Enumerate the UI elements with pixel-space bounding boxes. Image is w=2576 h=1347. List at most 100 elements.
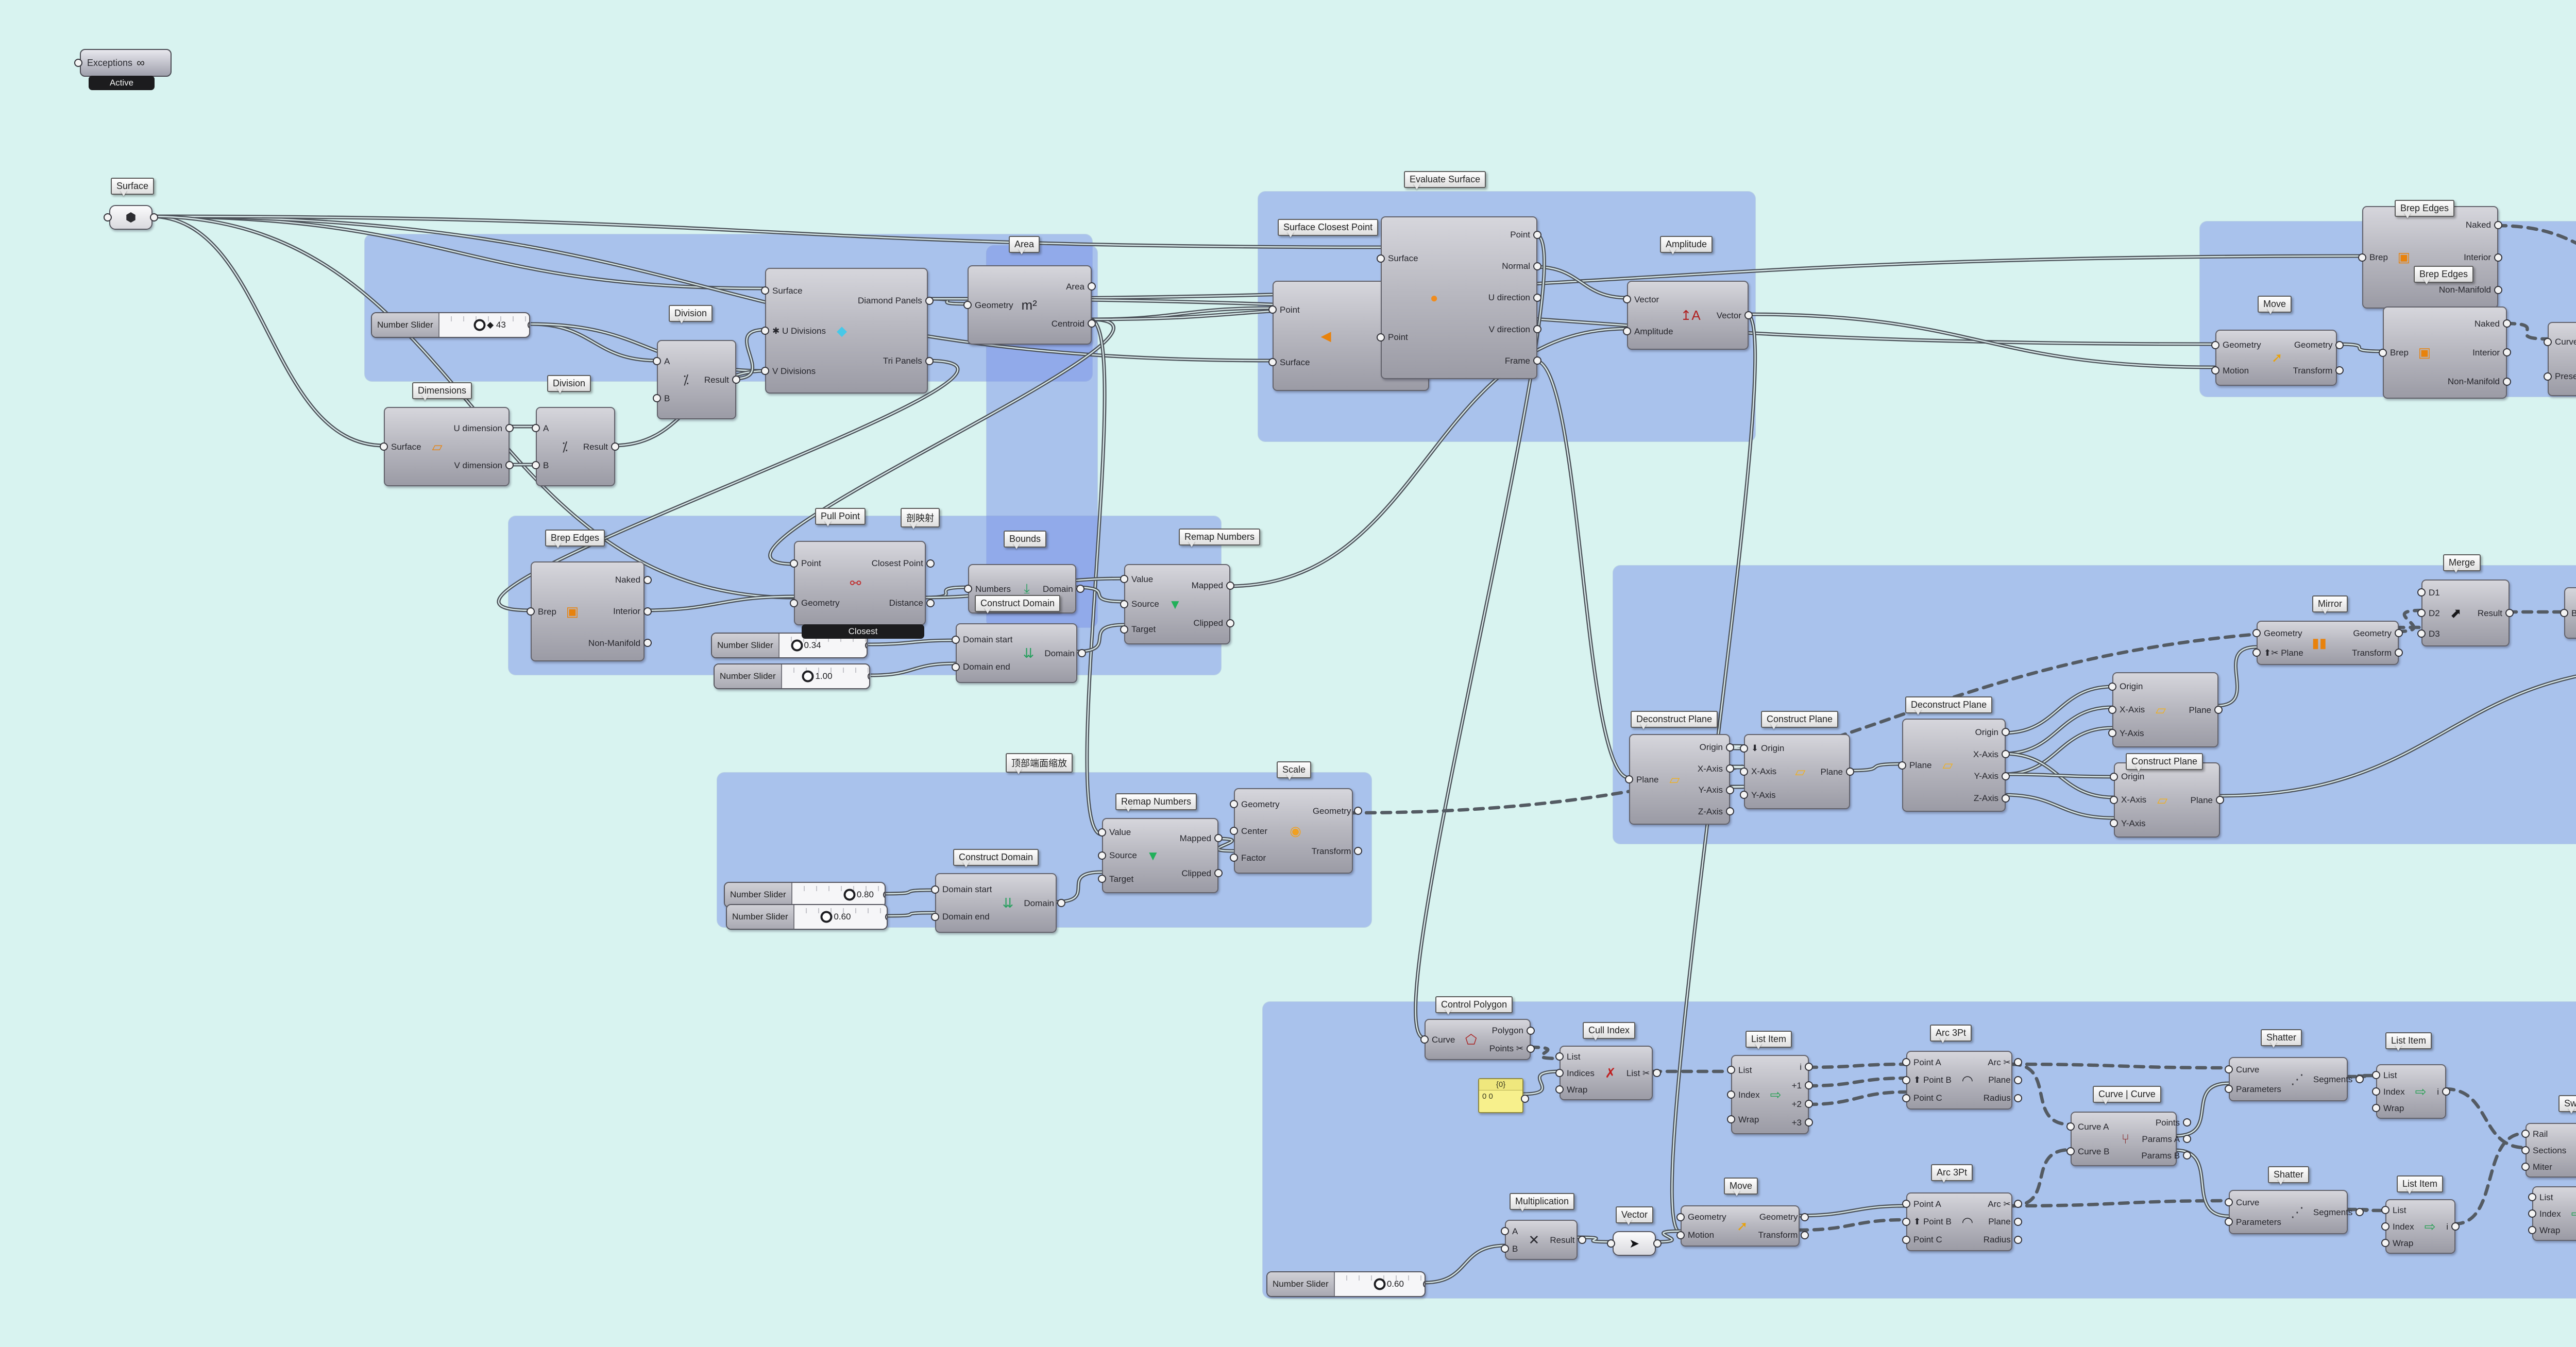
- slider-track[interactable]: 0.80: [792, 883, 885, 907]
- port-dot[interactable]: [2225, 1065, 2233, 1073]
- input-port[interactable]: Domain start: [952, 634, 1018, 645]
- port-dot[interactable]: [1805, 1081, 1813, 1089]
- port-dot[interactable]: [1801, 1213, 1809, 1221]
- port-dot[interactable]: [790, 559, 798, 568]
- output-port[interactable]: Point: [1505, 229, 1541, 240]
- port-dot[interactable]: [1521, 1095, 1529, 1103]
- port-dot[interactable]: [2503, 348, 2511, 357]
- input-port[interactable]: Rail: [2521, 1129, 2553, 1139]
- port-dot[interactable]: [931, 885, 939, 894]
- port-dot[interactable]: [1846, 768, 1854, 776]
- slider-knob[interactable]: [843, 889, 856, 901]
- port-dot[interactable]: [926, 599, 935, 607]
- input-port[interactable]: Y-Axis: [2108, 728, 2149, 739]
- slider-knob[interactable]: [820, 911, 833, 923]
- input-port[interactable]: List: [2372, 1070, 2402, 1081]
- port-dot[interactable]: [790, 599, 798, 607]
- port-dot[interactable]: [1098, 851, 1106, 860]
- slider-knob[interactable]: [473, 319, 486, 331]
- port-dot[interactable]: [2442, 1087, 2450, 1096]
- port-dot[interactable]: [925, 296, 934, 305]
- output-port[interactable]: i: [2441, 1221, 2460, 1232]
- port-dot[interactable]: [2372, 1071, 2380, 1079]
- output-port[interactable]: Interior: [2467, 347, 2511, 358]
- port-dot[interactable]: [1805, 1118, 1813, 1127]
- port-dot[interactable]: [1527, 1026, 1535, 1035]
- port-dot[interactable]: [380, 442, 388, 451]
- port-dot[interactable]: [643, 607, 652, 616]
- port-dot[interactable]: [952, 662, 960, 671]
- input-port[interactable]: Source: [1098, 850, 1142, 861]
- input-port[interactable]: Point A: [1902, 1057, 1946, 1068]
- input-port[interactable]: A: [532, 423, 554, 434]
- port-dot[interactable]: [1120, 575, 1128, 584]
- slider-track[interactable]: ◆ 43: [439, 313, 529, 337]
- input-port[interactable]: Curve A: [2066, 1121, 2114, 1132]
- input-port[interactable]: Vector: [1623, 294, 1664, 305]
- port-dot[interactable]: [505, 461, 514, 469]
- port-dot[interactable]: [1354, 847, 1363, 855]
- input-port[interactable]: Plane: [1898, 760, 1937, 771]
- port-dot[interactable]: [1726, 743, 1734, 752]
- output-port[interactable]: Geometry: [1308, 806, 1363, 816]
- port-dot[interactable]: [2108, 682, 2116, 691]
- output-port[interactable]: U direction: [1483, 292, 1541, 303]
- output-port[interactable]: i: [2432, 1086, 2450, 1097]
- input-port[interactable]: Wrap: [2372, 1103, 2409, 1114]
- port-dot[interactable]: [1533, 356, 1541, 365]
- output-port[interactable]: Result: [1545, 1235, 1586, 1246]
- input-port[interactable]: Value: [1098, 827, 1136, 838]
- output-port[interactable]: Naked: [2461, 219, 2502, 230]
- port-dot[interactable]: [2013, 1058, 2022, 1067]
- port-dot[interactable]: [1501, 1227, 1509, 1235]
- port-dot[interactable]: [2335, 340, 2344, 349]
- input-port[interactable]: List: [1727, 1065, 1757, 1076]
- input-port[interactable]: Wrap: [1727, 1114, 1764, 1125]
- output-port[interactable]: Mapped: [1175, 833, 1223, 844]
- output-port[interactable]: Origin: [1970, 727, 2010, 738]
- output-port[interactable]: Transform: [2288, 365, 2344, 376]
- port-dot[interactable]: [963, 301, 972, 309]
- port-dot[interactable]: [1057, 899, 1065, 907]
- output-port[interactable]: Plane: [2184, 705, 2223, 715]
- output-port[interactable]: Interior: [608, 606, 652, 617]
- input-port[interactable]: Domain end: [952, 661, 1015, 672]
- input-port[interactable]: List: [1555, 1051, 1585, 1062]
- port-dot[interactable]: [2355, 1075, 2364, 1083]
- port-dot[interactable]: [2503, 377, 2511, 386]
- output-port[interactable]: Plane: [2185, 795, 2224, 806]
- port-dot[interactable]: [2013, 1217, 2022, 1226]
- port-dot[interactable]: [653, 394, 661, 402]
- port-dot[interactable]: [104, 213, 112, 221]
- output-port[interactable]: Arc ✂: [1982, 1057, 2022, 1068]
- slider-track[interactable]: 0.60: [1334, 1272, 1425, 1296]
- input-port[interactable]: Point: [1377, 332, 1413, 343]
- input-port[interactable]: ⬆ Point B: [1902, 1075, 1957, 1085]
- port-dot[interactable]: [1088, 319, 1096, 328]
- port-dot[interactable]: [2528, 1226, 2536, 1234]
- port-dot[interactable]: [527, 607, 535, 616]
- port-dot[interactable]: [1653, 1069, 1662, 1077]
- output-port[interactable]: Naked: [2469, 318, 2511, 329]
- port-dot[interactable]: [1120, 625, 1128, 634]
- port-dot[interactable]: [1268, 358, 1277, 366]
- output-port[interactable]: List ✂: [1621, 1068, 1662, 1079]
- output-port[interactable]: Tri Panels: [878, 355, 934, 366]
- port-dot[interactable]: [761, 286, 769, 295]
- output-port[interactable]: Domain: [1019, 898, 1065, 909]
- output-port[interactable]: i: [1794, 1062, 1813, 1072]
- port-dot[interactable]: [1740, 767, 1748, 776]
